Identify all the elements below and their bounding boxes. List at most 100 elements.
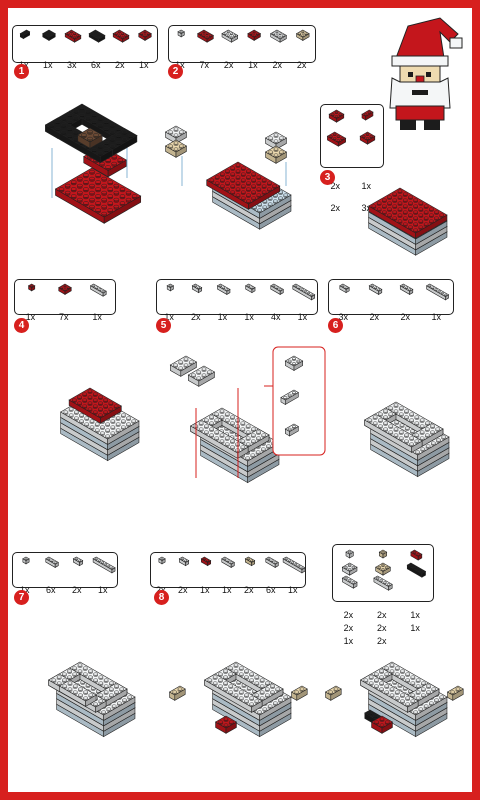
part-quantity: 1x (297, 312, 308, 322)
parts-row (19, 29, 152, 43)
brick (290, 685, 308, 701)
brick (187, 365, 216, 387)
brick (177, 29, 185, 38)
brick (166, 283, 175, 292)
brick (373, 575, 393, 591)
brick (190, 419, 249, 459)
brick (178, 556, 190, 567)
brick (270, 283, 284, 295)
brick (58, 679, 97, 707)
brick (345, 549, 354, 559)
part-quantity: 2x (296, 60, 307, 70)
brick (77, 127, 103, 149)
brick (446, 685, 464, 701)
part-quantity: 2x (377, 623, 387, 633)
step-6-assembly (364, 401, 450, 478)
brick (138, 29, 152, 41)
brick (324, 685, 342, 701)
part-quantity: 1x (164, 312, 174, 322)
brick (197, 29, 214, 43)
part-quantity: 2x (272, 60, 283, 70)
brick (45, 556, 59, 568)
brick (370, 715, 394, 734)
brick (27, 283, 36, 292)
brick (158, 556, 166, 565)
part-quantity: 2x (343, 610, 354, 620)
step-1-number: 1 (14, 64, 29, 79)
part-quantity: 4x (271, 312, 281, 322)
brick (360, 673, 419, 713)
step-8-assembly (168, 661, 308, 738)
step-1-parts-box: 1x1x3x6x2x1x (12, 25, 158, 70)
part-quantity: 2x (377, 636, 387, 646)
step-2-assembly (164, 125, 292, 230)
brick (295, 29, 310, 41)
brick (221, 29, 239, 43)
brick (58, 283, 72, 295)
santa-preview-image (389, 17, 463, 130)
brick (216, 283, 231, 295)
step-5-number: 5 (156, 318, 171, 333)
brick (200, 556, 212, 567)
step-6-number: 6 (328, 318, 343, 333)
part-quantity: 3x (67, 60, 77, 70)
brick (426, 283, 450, 301)
step-9-assembly (324, 661, 464, 738)
brick (112, 29, 130, 43)
parts-row (177, 29, 310, 43)
brick (282, 556, 306, 574)
brick (341, 562, 358, 576)
brick (361, 109, 374, 121)
parts-row (158, 556, 306, 574)
step-8-number: 8 (154, 590, 169, 605)
brick (214, 715, 238, 734)
part-quantity: 1x (343, 636, 354, 646)
parts-row (22, 556, 116, 574)
part-quantity: 1x (92, 312, 102, 322)
part-quantity: 1x (200, 585, 210, 595)
brick (64, 29, 82, 43)
parts-row (166, 283, 316, 301)
brick (378, 549, 388, 559)
brick (264, 145, 288, 164)
brick (42, 29, 56, 41)
part-quantity: 6x (266, 585, 276, 595)
parts-row (339, 283, 450, 301)
brick (168, 685, 186, 701)
step-1-assembly (44, 103, 142, 224)
brick (284, 423, 299, 437)
brick (169, 355, 198, 377)
brick (221, 556, 235, 568)
brick (191, 283, 203, 294)
part-quantity: 2x (369, 312, 380, 322)
brick (19, 29, 31, 40)
part-quantity: 3x (338, 312, 349, 322)
parts-row (27, 283, 107, 297)
part-quantity: 1x (244, 312, 254, 322)
brick (284, 355, 304, 372)
brick (406, 562, 427, 578)
part-quantity: 2x (178, 585, 188, 595)
parts-grid (326, 109, 376, 147)
brick (247, 29, 262, 41)
part-quantity: 7x (199, 60, 210, 70)
brick (399, 283, 414, 295)
step-5-assembly (169, 355, 280, 484)
part-quantity: 1x (410, 610, 420, 620)
brick (270, 29, 287, 43)
step-3-assembly (368, 187, 448, 256)
part-quantity: 1x (431, 312, 442, 322)
part-quantity: 1x (288, 585, 298, 595)
step-4-number: 4 (14, 318, 29, 333)
brick (280, 389, 299, 406)
part-quantity: 1x (217, 312, 228, 322)
step-3-number: 3 (320, 170, 335, 185)
brick (244, 556, 256, 567)
brick (68, 387, 122, 424)
part-quantity: 2x (244, 585, 254, 595)
part-quantity: 6x (46, 585, 56, 595)
